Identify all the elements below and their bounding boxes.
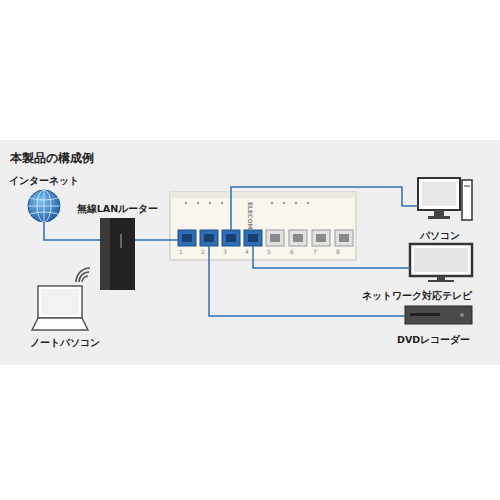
globe-icon [28, 190, 60, 222]
router-node: 無線LANルーター [100, 218, 135, 290]
switching-hub [170, 192, 356, 260]
hub-node: ELECOM [170, 192, 356, 260]
port-number: 7 [313, 249, 317, 255]
dvd-node: DVDレコーダー [405, 306, 472, 324]
tv-node: ネットワーク対応テレビ [410, 244, 472, 282]
lan-cable [231, 187, 418, 206]
port-number: 4 [245, 249, 249, 255]
port-number: 6 [290, 249, 294, 255]
port-number: 8 [336, 249, 340, 255]
node-label: パソコン [420, 230, 460, 241]
node-label: ELECOM [247, 202, 254, 230]
wifi-symbol [76, 268, 90, 282]
tv-icon [410, 244, 472, 282]
port-number: 3 [223, 249, 227, 255]
node-label: ノートパソコン [30, 337, 100, 348]
internet-node: インターネット [28, 190, 60, 222]
laptop-node: ノートパソコン [32, 286, 88, 330]
node-label: インターネット [9, 175, 79, 186]
lan-cable [209, 260, 405, 316]
port-number: 1 [179, 249, 183, 255]
diagram-title: 本製品の構成例 [10, 150, 94, 167]
node-label: 無線LANルーター [77, 203, 158, 214]
laptop-icon [32, 286, 88, 330]
lan-cable [253, 260, 410, 268]
node-label: ネットワーク対応テレビ [362, 290, 472, 301]
port-number: 2 [201, 249, 205, 255]
dvd-recorder-icon [405, 306, 472, 324]
background-band [0, 140, 500, 365]
pc-node: パソコン [418, 176, 472, 222]
lan-cable [44, 222, 100, 240]
desktop-pc-icon [418, 178, 472, 220]
router-icon [100, 218, 135, 290]
port-number: 5 [267, 249, 271, 255]
lan-cable [135, 239, 170, 241]
node-label: DVDレコーダー [397, 334, 470, 345]
